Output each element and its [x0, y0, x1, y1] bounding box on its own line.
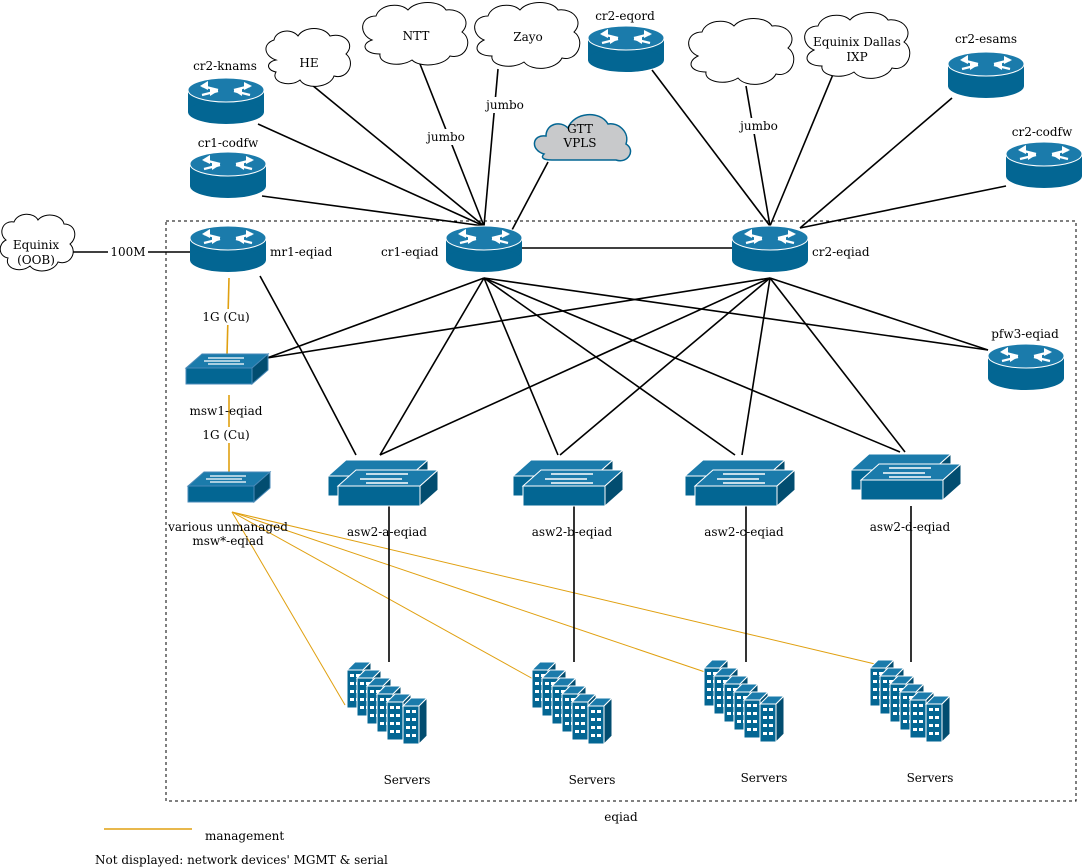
servers-b: Servers: [532, 662, 615, 787]
router-cr2-eqord: cr2-eqord: [586, 9, 666, 74]
network-links: [68, 63, 1007, 662]
cloud-zayo: Zayo: [474, 2, 581, 69]
cloud-he-label: HE: [299, 56, 318, 70]
cloud-equinix-oob-line1: Equinix: [13, 238, 60, 252]
servers-d-label: Servers: [907, 771, 954, 785]
switch-asw2-a-eqiad-label: asw2-a-eqiad: [347, 525, 427, 539]
cloud-equinix-oob: Equinix (OOB): [0, 213, 76, 272]
router-cr2-codfw: cr2-codfw: [1004, 125, 1084, 190]
legend-note: Not displayed: network devices' MGMT & s…: [95, 853, 388, 867]
oob-speed-label: 100M: [110, 245, 145, 259]
link-labels: jumbo jumbo jumbo 100M 1G (Cu) 1G (Cu): [108, 97, 780, 443]
router-cr2-codfw-label: cr2-codfw: [1012, 125, 1073, 139]
cloud-zayo-label: Zayo: [513, 30, 543, 44]
cloud-gtt: GTT VPLS: [533, 114, 632, 162]
router-cr2-knams-label: cr2-knams: [193, 59, 257, 73]
cloud-gtt-line1: GTT: [567, 122, 593, 136]
cloud-equinix-dallas: Equinix Dallas IXP: [804, 12, 911, 79]
cloud-equinix-dallas-line2: IXP: [846, 50, 867, 64]
router-cr2-eqiad: cr2-eqiad: [730, 224, 870, 274]
router-cr2-knams: cr2-knams: [186, 59, 266, 126]
servers-a: Servers: [347, 662, 430, 787]
servers-b-label: Servers: [569, 773, 616, 787]
switch-asw2-b-eqiad-label: asw2-b-eqiad: [532, 525, 613, 539]
servers-d: Servers: [870, 660, 953, 785]
router-cr1-eqiad: cr1-eqiad: [381, 224, 524, 274]
legend: management Not displayed: network device…: [95, 828, 388, 867]
cloud-telia: [688, 18, 795, 85]
site-label: eqiad: [604, 810, 638, 824]
switch-asw2-d-eqiad-label: asw2-d-eqiad: [870, 520, 951, 534]
router-cr2-esams-label: cr2-esams: [955, 32, 1017, 46]
cloud-ntt: NTT: [362, 2, 469, 66]
router-cr2-esams: cr2-esams: [946, 32, 1026, 100]
msw1-unmanaged-label: 1G (Cu): [202, 428, 249, 442]
router-mr1-eqiad: mr1-eqiad: [188, 224, 333, 274]
switch-msw1-eqiad: msw1-eqiad: [185, 353, 269, 418]
switch-msw-unmanaged: various unmanaged msw*-eqiad: [167, 471, 288, 548]
cloud-equinix-oob-line2: (OOB): [17, 253, 55, 267]
mr1-msw1-label: 1G (Cu): [202, 310, 249, 324]
switch-msw1-eqiad-label: msw1-eqiad: [190, 404, 263, 418]
site-boundary: [165, 220, 1077, 802]
switch-asw2-c-eqiad-label: asw2-c-eqiad: [704, 525, 784, 539]
legend-management-label: management: [205, 829, 284, 843]
ntt-jumbo-label: jumbo: [425, 130, 465, 144]
router-mr1-eqiad-label: mr1-eqiad: [270, 245, 333, 259]
cloud-equinix-dallas-line1: Equinix Dallas: [813, 35, 901, 49]
servers-a-label: Servers: [384, 773, 431, 787]
router-cr2-eqiad-label: cr2-eqiad: [812, 245, 870, 259]
router-cr1-codfw: cr1-codfw: [188, 136, 268, 200]
switch-msw-unmanaged-line1: various unmanaged: [167, 520, 288, 534]
router-cr1-codfw-label: cr1-codfw: [198, 136, 259, 150]
router-cr2-eqord-label: cr2-eqord: [595, 9, 655, 23]
servers-c: Servers: [704, 660, 787, 785]
cloud-ntt-label: NTT: [403, 29, 430, 43]
router-pfw3-eqiad: pfw3-eqiad: [986, 327, 1066, 392]
zayo-jumbo-label: jumbo: [484, 98, 524, 112]
servers-c-label: Servers: [741, 771, 788, 785]
unmanaged-server-links: [231, 511, 876, 706]
telia-jumbo-label: jumbo: [738, 119, 778, 133]
switch-asw2-d-eqiad: asw2-d-eqiad: [850, 453, 962, 534]
switch-msw-unmanaged-line2: msw*-eqiad: [192, 534, 264, 548]
switch-asw2-a-eqiad: asw2-a-eqiad: [327, 459, 439, 539]
router-pfw3-eqiad-label: pfw3-eqiad: [991, 327, 1059, 341]
cloud-he: HE: [265, 28, 351, 87]
switch-asw2-c-eqiad: asw2-c-eqiad: [684, 459, 796, 539]
cloud-gtt-line2: VPLS: [563, 136, 597, 150]
router-cr1-eqiad-label: cr1-eqiad: [381, 245, 439, 259]
switch-asw2-b-eqiad: asw2-b-eqiad: [512, 459, 624, 539]
